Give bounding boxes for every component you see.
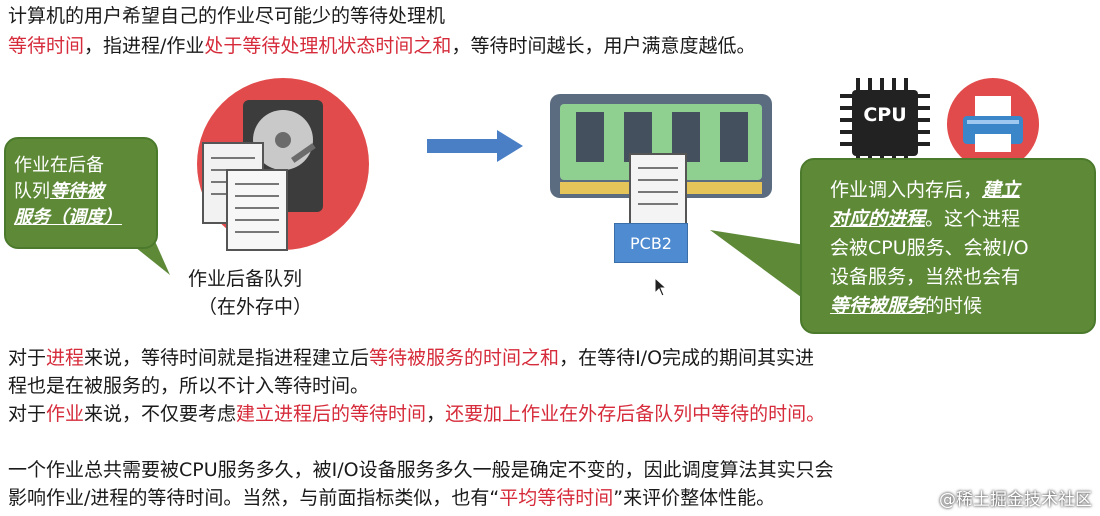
header-line-2: 等待时间，指进程/作业处于等待处理机状态时间之和，等待时间越长，用户满意度越低。: [8, 35, 756, 57]
para2-line: 对于作业来说，不仅要考虑建立进程后的等待时间，还要加上作业在外存后备队列中等待的…: [8, 403, 826, 425]
para3-line1: 一个作业总共需要被CPU服务多久，被I/O设备服务多久一般是确定不变的，因此调度…: [8, 459, 834, 481]
arrow-right-icon: [427, 130, 523, 162]
term-waiting-time: 等待时间: [8, 35, 85, 57]
para1-line1: 对于进程来说，等待时间就是指进程建立后等待被服务的时间之和，在等待I/O完成的期…: [8, 347, 815, 369]
queue-caption-2: （在外存中）: [198, 296, 313, 318]
right-callout-tail: [710, 230, 805, 300]
right-callout-box: 作业调入内存后，建立 对应的进程。这个进程 会被CPU服务、会被I/O 设备服务…: [800, 158, 1096, 334]
pcb-document-icon: [629, 153, 687, 231]
printer-icon: [947, 78, 1039, 170]
cpu-label: CPU: [863, 104, 907, 126]
watermark: @稀土掘金技术社区: [939, 490, 1092, 510]
left-callout-box: 作业在后备 队列等待被 服务（调度）: [4, 137, 158, 249]
para1-line2: 程也是在被服务的，所以不计入等待时间。: [8, 375, 370, 397]
cursor-icon: [654, 277, 668, 297]
header-line-1: 计算机的用户希望自己的作业尽可能少的等待处理机: [8, 5, 446, 27]
pcb-label: PCB2: [614, 223, 688, 263]
queue-caption-1: 作业后备队列: [188, 268, 303, 290]
document-icon: [226, 169, 288, 251]
para3-line2: 影响作业/进程的等待时间。当然，与前面指标类似，也有“平均等待时间”来评价整体性…: [8, 487, 776, 509]
hard-disk-illustration: [197, 78, 369, 251]
